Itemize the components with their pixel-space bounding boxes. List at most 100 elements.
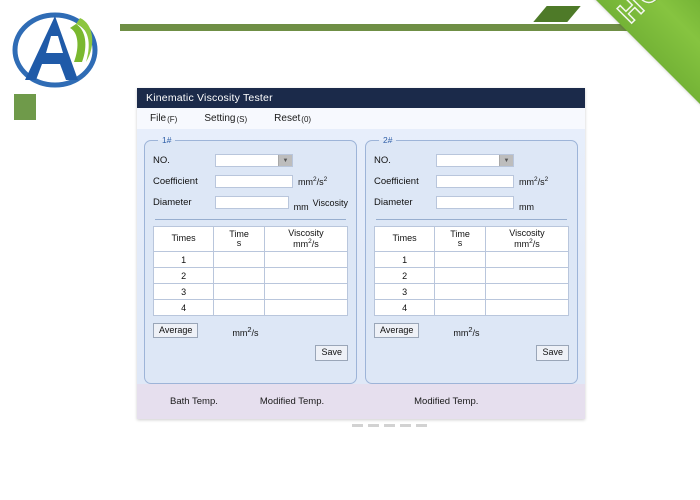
panel-2-coefficient-unit: mm2/s2 <box>519 176 549 187</box>
panel-1-coefficient-row: Coefficient mm2/s2 <box>153 172 348 191</box>
panel-1-save-row: Save <box>153 345 348 361</box>
chevron-down-icon[interactable]: ▼ <box>278 155 292 166</box>
panel-1-diameter-row: Diameter mm Viscosity <box>153 193 348 212</box>
panel-2-diameter-row: Diameter mm <box>374 193 569 212</box>
window-title: Kinematic Viscosity Tester <box>146 92 273 104</box>
panel-2-row-4-index: 4 <box>373 299 436 316</box>
panel-1-row-2-viscosity[interactable] <box>263 267 349 284</box>
panel-2-average-button[interactable]: Average <box>374 323 420 339</box>
status-bath-temp: Bath Temp. <box>170 396 218 407</box>
panel-1-coefficient-unit: mm2/s2 <box>298 176 328 187</box>
panel-2-save-row: Save <box>374 345 569 361</box>
table-row: 1 <box>373 251 570 268</box>
panel-1-average-unit: mm2/s <box>232 325 259 339</box>
table-row: 2 <box>152 267 349 284</box>
company-logo <box>8 6 116 90</box>
panel-1-diameter-input[interactable] <box>215 196 289 209</box>
panels-container: 1# NO. ▼ Coefficient mm2/s2 Diameter mm … <box>137 129 585 384</box>
menu-item-file[interactable]: File (F) <box>150 113 177 124</box>
panel-1-average-button[interactable]: Average <box>153 323 199 339</box>
menu-item-file-label: File <box>150 113 167 124</box>
status-modified-temp-1: Modified Temp. <box>259 396 325 407</box>
panel-2-row-3-time[interactable] <box>434 283 486 300</box>
panel-2-save-button[interactable]: Save <box>536 345 569 361</box>
panel-2-diameter-unit: mm <box>519 202 534 212</box>
panel-2-diameter-label: Diameter <box>374 197 413 208</box>
panel-1-row-4-index: 4 <box>152 299 215 316</box>
top-green-rule <box>120 24 680 31</box>
panel-1-row-3-index: 3 <box>152 283 215 300</box>
panel-1-viscosity-label: Viscosity <box>312 197 348 208</box>
header-times: Times <box>373 226 436 252</box>
panel-2-row-3-index: 3 <box>373 283 436 300</box>
panel-1-no-label: NO. <box>153 155 170 166</box>
menu-item-setting[interactable]: Setting (S) <box>204 113 247 124</box>
panel-2-row-2-time[interactable] <box>434 267 486 284</box>
panel-2-row-1-viscosity[interactable] <box>484 251 570 268</box>
panel-1-row-1-viscosity[interactable] <box>263 251 349 268</box>
panel-2-legend: 2# <box>383 135 393 145</box>
panel-1-no-row: NO. ▼ <box>153 151 348 170</box>
panel-2-coefficient-row: Coefficient mm2/s2 <box>374 172 569 191</box>
panel-2-row-4-viscosity[interactable] <box>484 299 570 316</box>
panel-1-row-1-index: 1 <box>152 251 215 268</box>
panel-1-save-button[interactable]: Save <box>315 345 348 361</box>
panel-2-no-combobox[interactable]: ▼ <box>436 154 514 167</box>
panel-1-row-2-time[interactable] <box>213 267 265 284</box>
ribbon-fold <box>533 6 581 22</box>
panel-2-row-1-index: 1 <box>373 251 436 268</box>
panel-2-row-2-viscosity[interactable] <box>484 267 570 284</box>
panel-2-divider <box>376 219 567 220</box>
header-times: Times <box>152 226 215 252</box>
panel-2-diameter-input[interactable] <box>436 196 514 209</box>
panel-1-diameter-unit: mm <box>293 202 309 212</box>
panel-2-average-row: Average mm2/s <box>374 323 569 339</box>
menu-item-file-mnemonic: (F) <box>167 114 178 124</box>
panel-2-coefficient-input[interactable] <box>436 175 514 188</box>
application-window: Kinematic Viscosity Tester File (F) Sett… <box>137 88 585 419</box>
panel-1-row-2-index: 2 <box>152 267 215 284</box>
table-row: 1 <box>152 251 349 268</box>
menu-item-reset-mnemonic: (0) <box>301 114 312 124</box>
status-bar: Bath Temp. Modified Temp. Modified Temp. <box>137 384 585 419</box>
menu-item-setting-mnemonic: (S) <box>236 114 248 124</box>
panel-2-no-row: NO. ▼ <box>374 151 569 170</box>
status-modified-temp-2: Modified Temp. <box>414 396 479 407</box>
panel-2-row-1-time[interactable] <box>434 251 486 268</box>
bottom-dash-marks <box>352 424 427 427</box>
panel-2: 2# NO. ▼ Coefficient mm2/s2 Diameter mm <box>365 135 578 384</box>
menu-item-setting-label: Setting <box>204 113 236 124</box>
menu-bar: File (F) Setting (S) Reset (0) <box>137 108 585 129</box>
panel-1-divider <box>155 219 346 220</box>
panel-1-legend: 1# <box>162 135 172 145</box>
panel-1-row-4-time[interactable] <box>213 299 265 316</box>
panel-1-no-combobox[interactable]: ▼ <box>215 154 293 167</box>
chevron-down-icon[interactable]: ▼ <box>499 155 513 166</box>
panel-1-average-row: Average mm2/s <box>153 323 348 339</box>
title-bar: Kinematic Viscosity Tester <box>137 88 585 108</box>
logo-accent-square <box>14 94 36 120</box>
panel-2-row-3-viscosity[interactable] <box>484 283 570 300</box>
panel-2-row-4-time[interactable] <box>434 299 486 316</box>
panel-1-row-4-viscosity[interactable] <box>263 299 349 316</box>
panel-1-coefficient-input[interactable] <box>215 175 293 188</box>
panel-1-row-3-time[interactable] <box>213 283 265 300</box>
menu-item-reset-label: Reset <box>274 113 301 124</box>
menu-item-reset[interactable]: Reset (0) <box>274 113 311 124</box>
panel-1-row-3-viscosity[interactable] <box>263 283 349 300</box>
table-row: 3 <box>152 283 349 300</box>
panel-1-row-1-time[interactable] <box>213 251 265 268</box>
panel-2-coefficient-label: Coefficient <box>374 176 419 187</box>
table-row: 3 <box>373 283 570 300</box>
panel-2-no-label: NO. <box>374 155 391 166</box>
table-row: 2 <box>373 267 570 284</box>
panel-1-coefficient-label: Coefficient <box>153 176 198 187</box>
